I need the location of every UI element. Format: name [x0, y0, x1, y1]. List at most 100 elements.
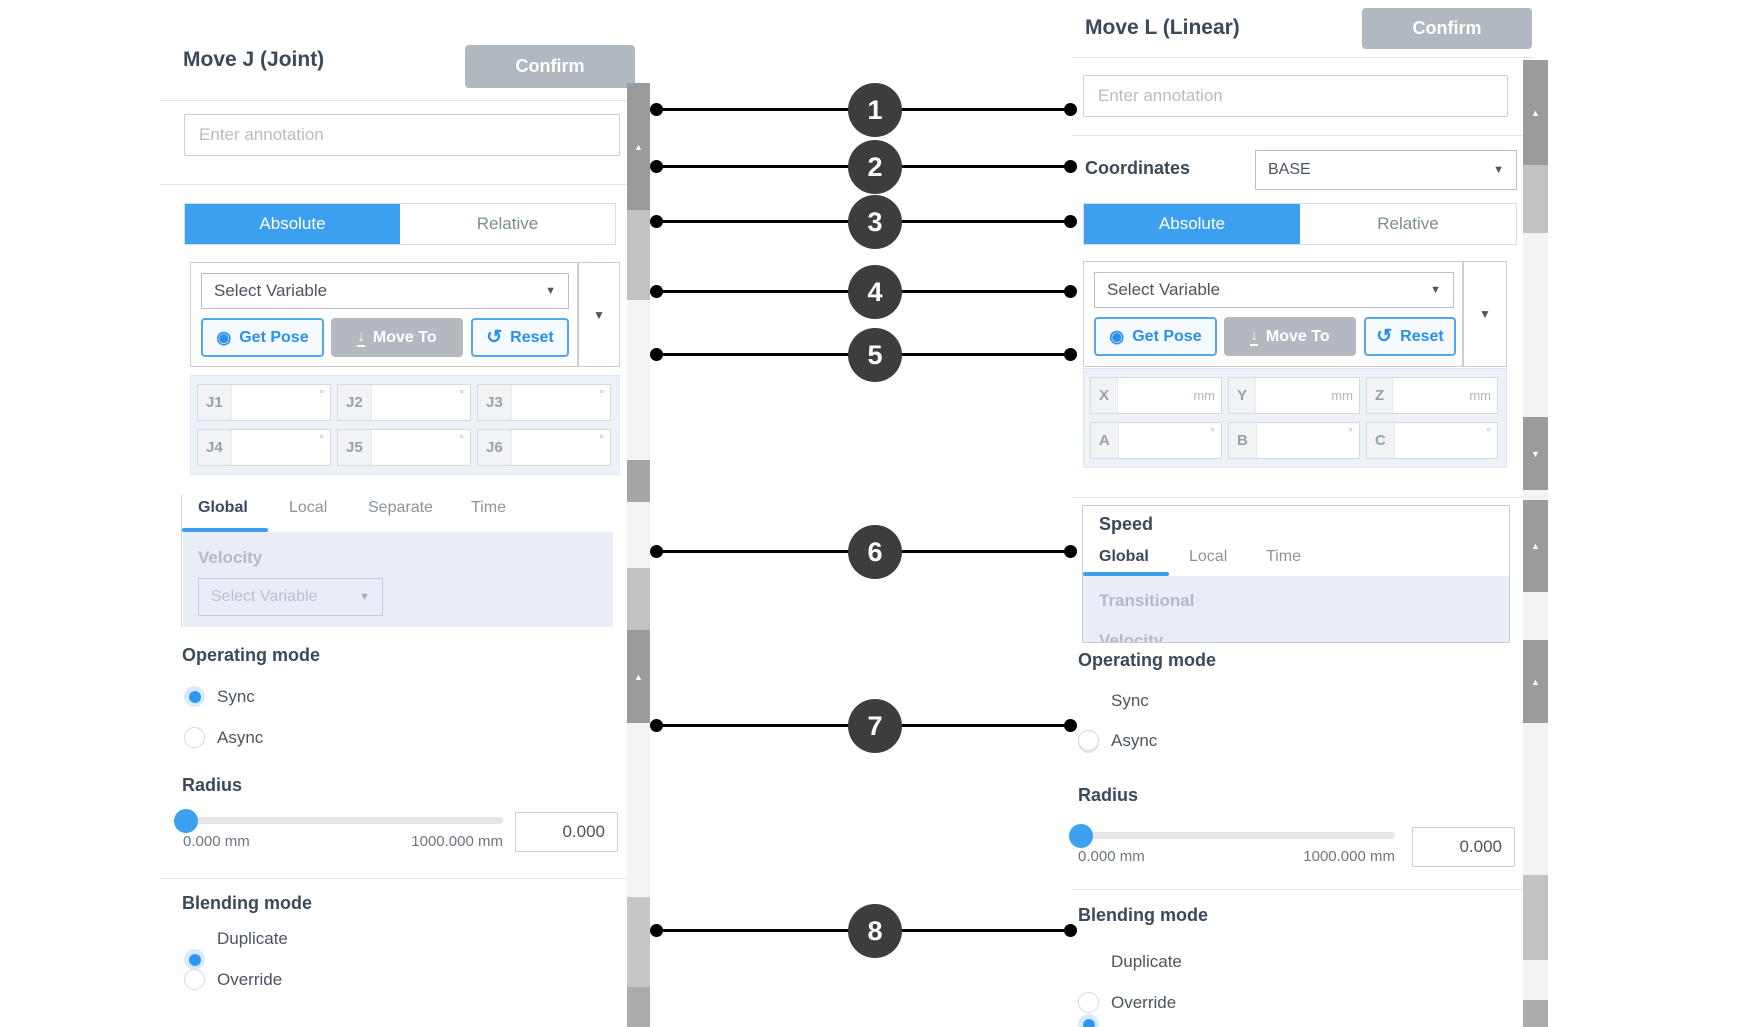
movej-reset-button[interactable]: ↺ Reset [471, 318, 569, 357]
movej-async-radio[interactable] [184, 727, 205, 748]
scrollbar-thumb[interactable]: ▲ [1523, 60, 1548, 165]
scrollbar-segment[interactable] [1523, 875, 1548, 960]
movej-radius-slider-track[interactable] [183, 817, 503, 824]
movej-duplicate-label[interactable]: Duplicate [217, 929, 288, 948]
movej-velocity-select[interactable]: Select Variable ▼ [198, 578, 383, 616]
movel-confirm-button[interactable]: Confirm [1362, 8, 1532, 49]
movel-duplicate-radio[interactable] [1078, 1014, 1099, 1027]
scrollbar-thumb[interactable]: ▲ [627, 83, 650, 210]
scrollbar-segment[interactable] [627, 210, 650, 300]
scrollbar-thumb[interactable]: ▲ [1523, 500, 1548, 592]
scrollbar-segment[interactable] [627, 987, 650, 1027]
movel-radius-slider-track[interactable] [1078, 832, 1395, 839]
movej-speedtab-time[interactable]: Time [471, 499, 506, 516]
scrollbar-track[interactable] [627, 502, 650, 568]
movej-speedtab-local[interactable]: Local [289, 499, 328, 516]
scrollbar-track[interactable] [1523, 592, 1548, 640]
movej-move-to-button[interactable]: ↓ Move To [331, 318, 463, 357]
chevron-down-icon: ▼ [1479, 307, 1491, 321]
movel-speedtab-global[interactable]: Global [1099, 548, 1149, 565]
movej-annotation-input[interactable] [184, 114, 620, 156]
scrollbar-thumb[interactable] [627, 460, 650, 502]
movej-tab-absolute[interactable]: Absolute [185, 204, 400, 244]
movej-override-radio[interactable] [184, 969, 205, 990]
movej-confirm-button[interactable]: Confirm [465, 45, 635, 88]
movej-tab-relative[interactable]: Relative [400, 204, 615, 244]
scroll-up-icon: ▲ [1531, 541, 1540, 551]
movej-speedtab-global[interactable]: Global [198, 499, 248, 516]
movej-sync-radio[interactable] [184, 686, 205, 707]
movej-j1-field[interactable]: J1 ° [197, 384, 331, 421]
movel-c-field[interactable]: C ° [1366, 422, 1498, 459]
movel-duplicate-label[interactable]: Duplicate [1111, 952, 1182, 971]
scrollbar-track[interactable] [1523, 960, 1548, 1000]
movej-radius-min-label: 0.000 mm [183, 833, 250, 850]
movel-annotation-input[interactable] [1083, 75, 1508, 117]
movej-speedtab-separate[interactable]: Separate [368, 499, 433, 516]
scrollbar-track[interactable] [1523, 233, 1548, 417]
movel-async-label[interactable]: Async [1111, 731, 1158, 750]
scrollbar-segment[interactable] [1523, 165, 1548, 233]
movej-async-label[interactable]: Async [217, 728, 264, 747]
movel-override-label[interactable]: Override [1111, 993, 1177, 1012]
movel-x-field[interactable]: X mm [1090, 377, 1222, 414]
movel-tab-relative[interactable]: Relative [1300, 204, 1516, 244]
movel-radius-title: Radius [1078, 785, 1139, 805]
movel-tab-absolute[interactable]: Absolute [1084, 204, 1300, 244]
movel-async-radio[interactable] [1078, 730, 1099, 751]
movel-b-field[interactable]: B ° [1228, 422, 1360, 459]
movel-a-field[interactable]: A ° [1090, 422, 1222, 459]
movej-j6-field[interactable]: J6 ° [477, 429, 611, 466]
movej-collapse-arrow-box[interactable]: ▼ [578, 262, 620, 367]
callout-badge-2: 2 [848, 140, 902, 194]
movej-j4-field[interactable]: J4 ° [197, 429, 331, 466]
chevron-down-icon: ▼ [593, 307, 605, 322]
movel-variable-select[interactable]: Select Variable ▼ [1094, 272, 1454, 308]
active-tab-underline [182, 528, 268, 532]
movel-sync-label[interactable]: Sync [1111, 691, 1149, 710]
movel-radius-min-label: 0.000 mm [1078, 848, 1145, 865]
chevron-down-icon: ▼ [545, 285, 556, 297]
scrollbar-segment[interactable] [627, 568, 650, 630]
movel-variable-box: Select Variable ▼ ◉ Get Pose ↓ Move To ↺… [1083, 261, 1463, 367]
scrollbar-track[interactable] [1523, 490, 1548, 500]
movej-get-pose-button[interactable]: ◉ Get Pose [201, 318, 324, 357]
movel-coordinates-label: Coordinates [1085, 158, 1191, 178]
scrollbar-thumb[interactable]: ▲ [1523, 640, 1548, 723]
movel-reset-button[interactable]: ↺ Reset [1364, 317, 1456, 356]
movej-j3-field[interactable]: J3 ° [477, 384, 611, 421]
movej-panel-title: Move J (Joint) [183, 48, 325, 71]
movel-get-pose-button[interactable]: ◉ Get Pose [1094, 317, 1217, 356]
movej-j2-field[interactable]: J2 ° [337, 384, 471, 421]
movej-sync-label[interactable]: Sync [217, 687, 255, 706]
scrollbar-track[interactable] [627, 300, 650, 460]
scrollbar-thumb[interactable]: ▲ [627, 630, 650, 723]
movel-collapse-arrow-box[interactable]: ▼ [1463, 261, 1507, 367]
movej-scrollbar[interactable]: ▲ ▲ [627, 83, 650, 1027]
scrollbar-segment[interactable] [1523, 1000, 1548, 1027]
movel-radius-value-input[interactable] [1412, 827, 1515, 867]
movej-override-label[interactable]: Override [217, 970, 283, 989]
movej-j5-field[interactable]: J5 ° [337, 429, 471, 466]
movel-override-radio[interactable] [1078, 992, 1099, 1013]
scrollbar-thumb[interactable]: ▼ [1523, 417, 1548, 490]
movel-y-field[interactable]: Y mm [1228, 377, 1360, 414]
movej-duplicate-radio[interactable] [184, 949, 205, 970]
movej-variable-select[interactable]: Select Variable ▼ [201, 273, 569, 309]
movel-radius-slider-knob[interactable] [1069, 824, 1093, 848]
movel-z-field[interactable]: Z mm [1366, 377, 1498, 414]
movel-speedtab-time[interactable]: Time [1266, 548, 1301, 565]
movej-radius-value-input[interactable] [515, 812, 618, 852]
scrollbar-segment[interactable] [627, 897, 650, 987]
movel-move-to-button[interactable]: ↓ Move To [1224, 317, 1356, 356]
clipped-velocity-label: Velocity [1099, 631, 1164, 643]
movel-scrollbar[interactable]: ▲ ▼ ▲ ▲ [1523, 60, 1548, 1027]
movel-coordinates-select[interactable]: BASE ▼ [1255, 150, 1517, 190]
scroll-up-icon: ▲ [1531, 676, 1540, 687]
movel-speedtab-local[interactable]: Local [1189, 548, 1228, 565]
scrollbar-track[interactable] [1523, 723, 1548, 875]
scrollbar-track[interactable] [627, 723, 650, 897]
target-icon: ◉ [1109, 326, 1125, 346]
movel-mode-tabs: Absolute Relative [1083, 203, 1517, 245]
movej-radius-slider-knob[interactable] [174, 809, 198, 833]
